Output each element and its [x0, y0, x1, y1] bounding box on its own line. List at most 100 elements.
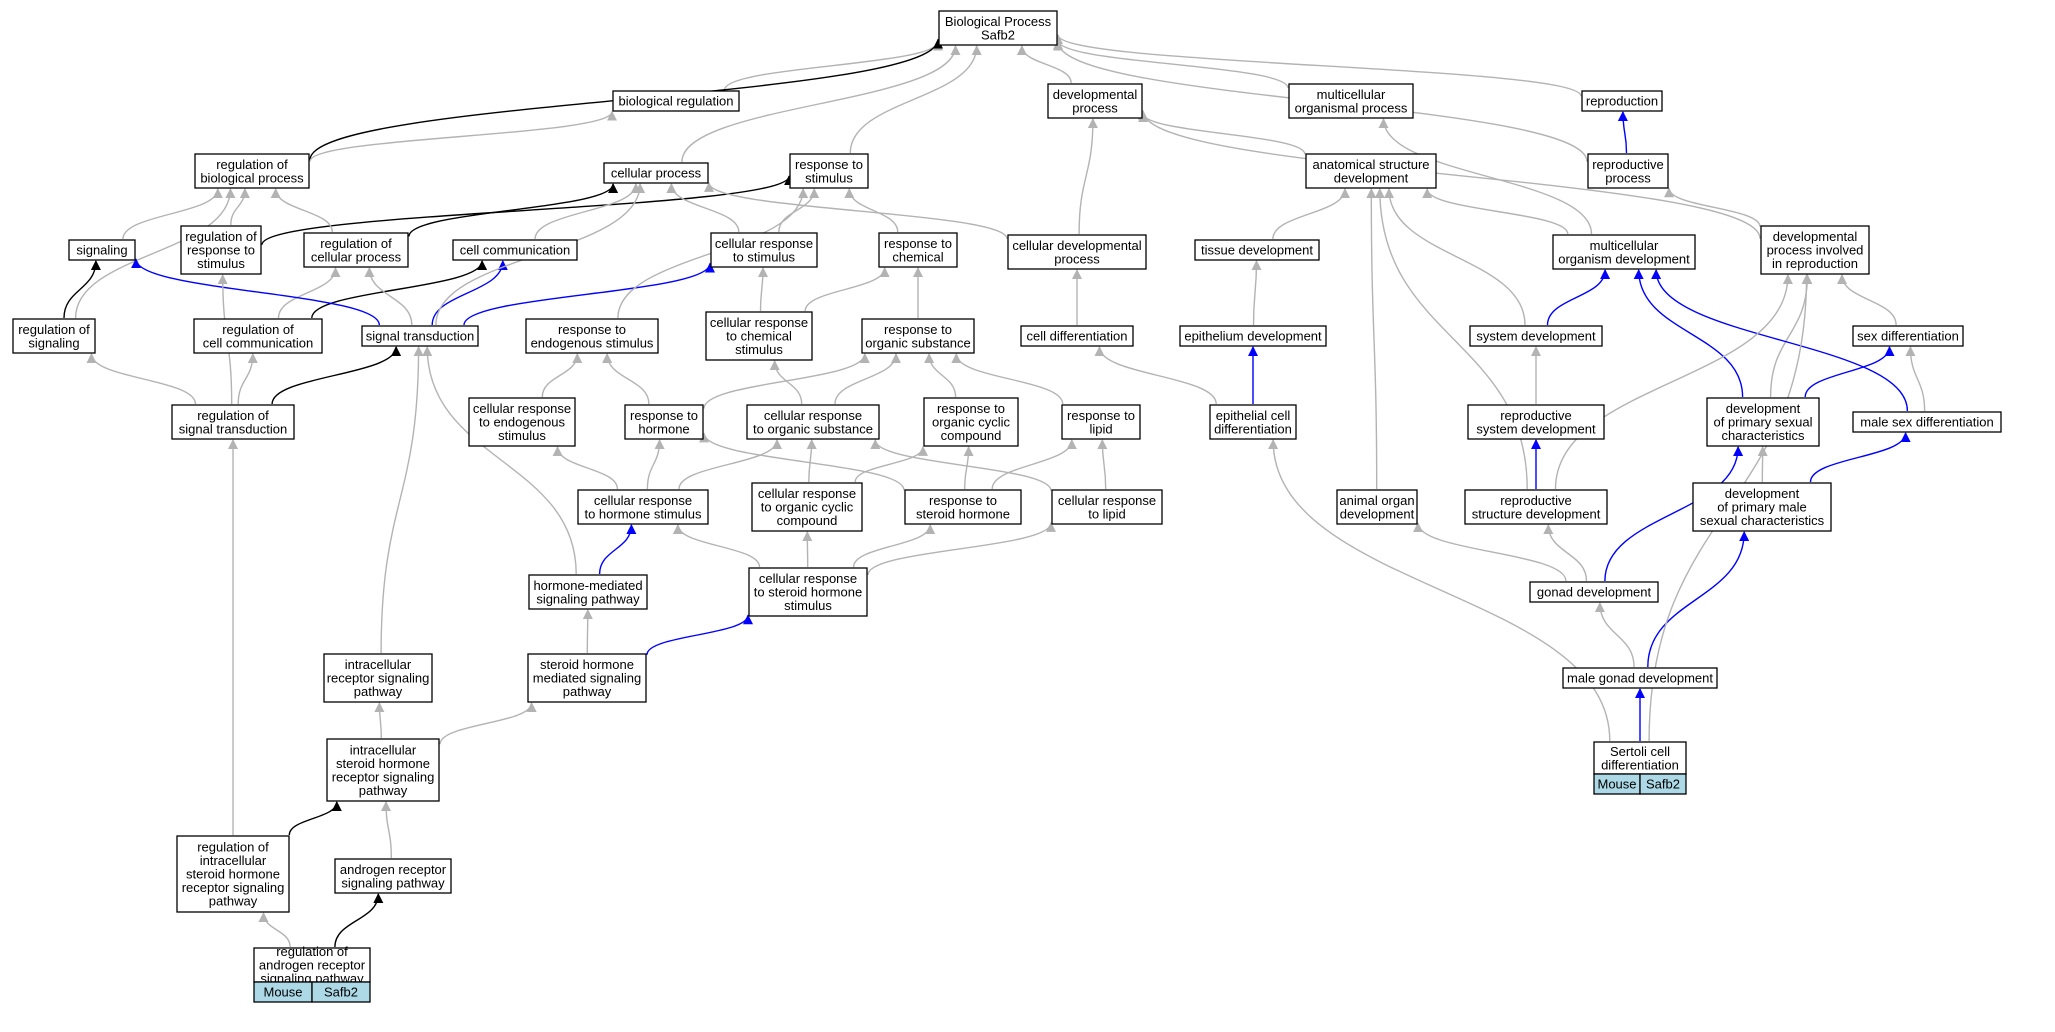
edge-path-gray — [422, 346, 577, 575]
edge-path-blue — [646, 614, 753, 655]
node-sexdiff[interactable]: sex differentiation — [1852, 325, 1964, 347]
edge-devprimsex-to-multidev — [1633, 269, 1744, 398]
edge-path-gray — [852, 524, 936, 568]
edge-path-blue — [463, 262, 715, 326]
edge-path-gray — [924, 353, 957, 398]
edge-path-gray — [1094, 346, 1217, 405]
edge-path-gray — [666, 183, 740, 233]
node-label: Biological Process — [945, 14, 1052, 29]
node-label: to chemical — [726, 329, 792, 344]
node-box — [577, 489, 709, 525]
edge-intrasteroid-to-intrarec — [374, 702, 385, 739]
node-label: androgen receptor — [340, 862, 447, 877]
node-malegonad[interactable]: male gonad development — [1562, 667, 1718, 689]
edge-regcell-to-regbio — [270, 188, 333, 233]
node-epidev[interactable]: epithelium development — [1179, 325, 1327, 347]
node-malesexdiff[interactable]: male sex differentiation — [1852, 411, 2002, 433]
edge-path-blue — [1604, 446, 1744, 582]
edge-path-gray — [439, 702, 537, 745]
node-label: signaling — [28, 335, 79, 350]
edge-path-gray — [237, 353, 258, 405]
node-label: to organic substance — [753, 421, 873, 436]
node-signaling[interactable]: signaling — [68, 239, 136, 261]
node-celldiff[interactable]: cell differentiation — [1020, 325, 1134, 347]
node-tissuedev[interactable]: tissue development — [1194, 239, 1320, 261]
edge-regsigtrans-to-regsig — [86, 353, 197, 405]
node-sigtrans[interactable]: signal transduction — [361, 325, 479, 347]
node-label: in reproduction — [1772, 256, 1858, 271]
node-label: process — [1054, 251, 1100, 266]
node-box — [1047, 83, 1143, 119]
node-label: cell communication — [460, 243, 571, 258]
node-box — [1706, 397, 1820, 447]
edge-regandrogen-to-androgen — [334, 893, 384, 948]
edge-path-blue — [1647, 531, 1750, 668]
node-bioreg[interactable]: biological regulation — [612, 90, 740, 112]
node-gonaddev[interactable]: gonad development — [1529, 581, 1659, 603]
edge-resphorm-to-respendo — [602, 353, 650, 405]
edge-path-gray — [1251, 260, 1262, 326]
node-cellproc[interactable]: cellular process — [603, 162, 709, 184]
node-label: organismal process — [1295, 100, 1408, 115]
node-box — [528, 574, 648, 610]
edge-path-black — [408, 183, 619, 237]
node-label: lipid — [1089, 421, 1112, 436]
node-repro[interactable]: reproduction — [1581, 90, 1663, 112]
edge-path-gray — [1554, 274, 1793, 490]
edge-cellresporgcyc-to-cellresporg — [806, 439, 817, 483]
edge-path-gray — [778, 188, 820, 233]
node-cellcomm[interactable]: cell communication — [452, 239, 578, 261]
node-label: steroid hormone — [336, 756, 430, 771]
edge-path-blue — [1804, 346, 1895, 398]
edge-path-black — [311, 260, 488, 319]
edge-gonaddev-to-animalorgan — [1413, 522, 1567, 582]
node-label: cellular response — [1058, 493, 1156, 508]
node-sysdev[interactable]: system development — [1469, 325, 1603, 347]
node-box — [1760, 225, 1870, 275]
